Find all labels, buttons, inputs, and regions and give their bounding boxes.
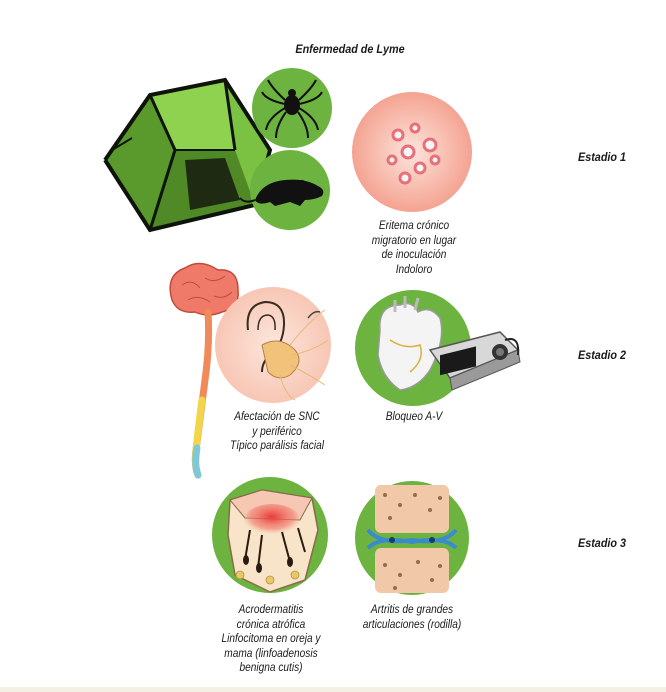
caption-cns: Afectación de SNC y periférico Típico pa… [215,410,338,454]
stage-3-label: Estadio 3 [578,536,626,550]
caption-acrodermatitis: Acrodermatitis crónica atrófica Linfocit… [215,603,328,676]
stage-1-label: Estadio 1 [578,150,626,164]
knee-joint-icon [355,481,469,595]
tent-icon [105,80,270,230]
caption-arthritis: Artritis de grandes articulaciones (rodi… [357,603,466,632]
ear-facial-nerve-icon [215,287,331,403]
stage-2-label: Estadio 2 [578,348,626,362]
erythema-skin-icon [352,92,472,212]
caption-av-block: Bloqueo A-V [372,410,456,425]
tick-icon [252,68,332,148]
skin-section-icon [212,477,328,593]
caption-erythema: Eritema crónico migratorio en lugar de i… [359,219,468,277]
bottom-strip [0,687,666,692]
